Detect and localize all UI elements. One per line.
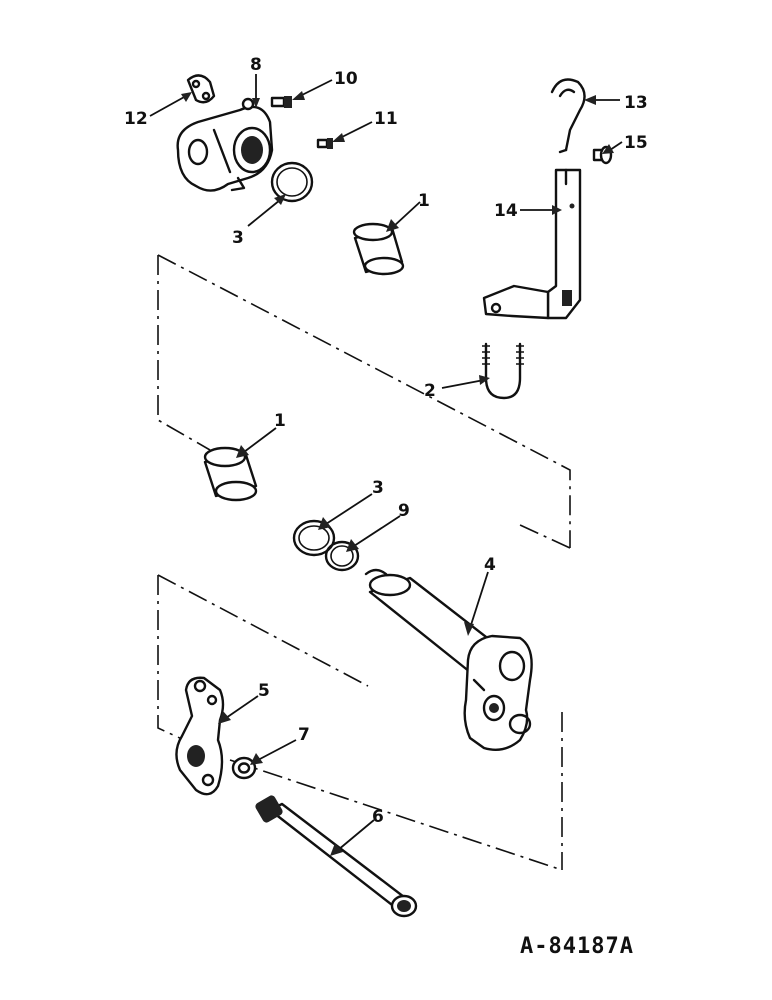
link-plate-part-12 (186, 74, 216, 104)
lever-housing-part-8 (176, 97, 274, 192)
callout-3-lower: 3 (372, 478, 384, 498)
spacer-part-7 (231, 756, 257, 780)
callout-9: 9 (398, 501, 410, 521)
o-ring-part-3-upper-inner (276, 167, 308, 197)
u-bolt-part-2 (482, 342, 524, 400)
bolt-part-11 (316, 138, 333, 149)
bushing-part-1-lower (203, 446, 258, 502)
lever-arm-part-5 (175, 676, 225, 796)
o-ring-part-3-lower-inner (298, 525, 330, 551)
o-ring-part-9-inner (330, 545, 354, 567)
drawing-number: A-84187A (520, 934, 634, 959)
callout-7: 7 (298, 725, 310, 745)
callout-11: 11 (374, 109, 398, 129)
o-ring-part-3-lower (292, 519, 336, 557)
callout-12: 12 (124, 109, 148, 129)
callout-3-upper: 3 (232, 228, 244, 248)
shaft-lever-part-4 (364, 568, 533, 751)
assembly-boundary-upper (157, 254, 571, 549)
callout-8: 8 (250, 55, 262, 75)
callout-15: 15 (624, 133, 648, 153)
callout-2: 2 (424, 381, 436, 401)
leader-lines (149, 74, 623, 856)
callout-10: 10 (334, 69, 358, 89)
o-ring-part-3-upper (270, 161, 314, 203)
bushing-part-1-upper (352, 222, 405, 276)
callout-5: 5 (258, 681, 270, 701)
callout-13: 13 (624, 93, 648, 113)
bolt-part-10 (270, 96, 292, 108)
o-ring-part-9 (324, 540, 360, 572)
callout-4: 4 (484, 555, 496, 575)
callout-14: 14 (494, 201, 518, 221)
rod-part-6 (255, 795, 418, 918)
bracket-part-14 (482, 168, 582, 320)
callout-1-upper: 1 (418, 191, 430, 211)
callout-1-lower: 1 (274, 411, 286, 431)
callout-6: 6 (372, 807, 384, 827)
hook-part-13 (550, 78, 586, 154)
